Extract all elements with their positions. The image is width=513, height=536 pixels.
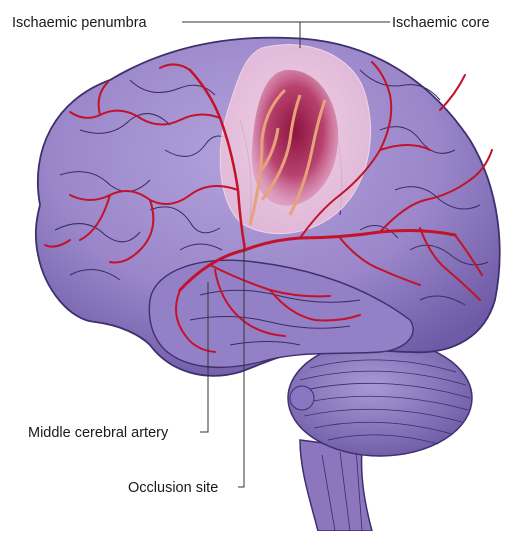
label-ischaemic-core: Ischaemic core [392,15,490,31]
label-middle-cerebral-artery: Middle cerebral artery [28,425,169,441]
label-ischaemic-penumbra: Ischaemic penumbra [12,15,148,31]
cerebellum [288,340,472,456]
label-occlusion-site: Occlusion site [128,480,218,496]
